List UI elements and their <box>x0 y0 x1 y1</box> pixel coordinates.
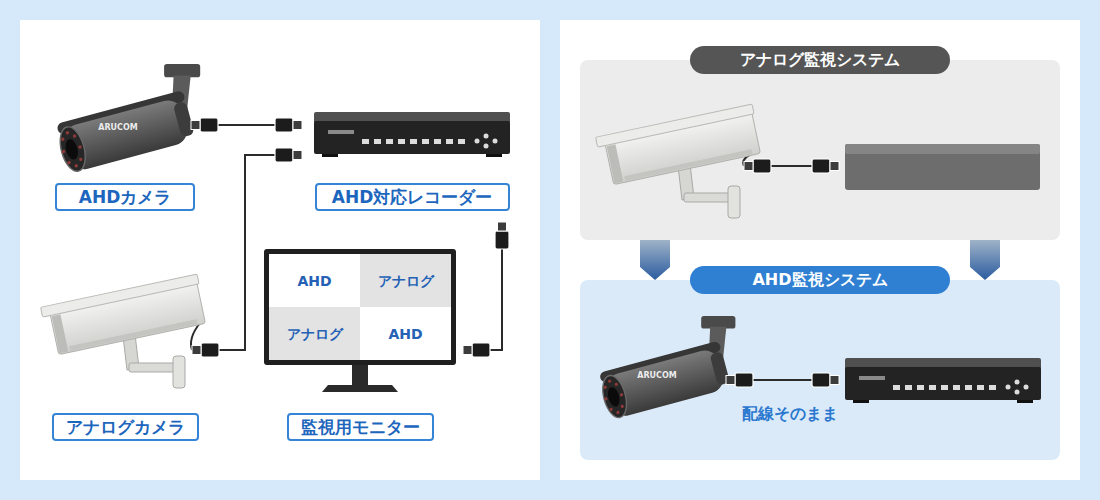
monitor <box>360 254 451 307</box>
analog-system-illustration <box>744 159 771 173</box>
brand-logo: ARUCOM <box>637 371 676 381</box>
region-title: アナログ監視システム <box>690 46 950 74</box>
device-label: AHD対応レコーダー <box>315 183 510 211</box>
device-name: アナログカメラ <box>66 416 185 439</box>
cable-plugs <box>275 118 302 132</box>
device-label: 監視用モニター <box>287 413 434 441</box>
cable-plugs <box>191 118 509 357</box>
cable-plugs <box>463 343 490 357</box>
monitor <box>322 385 398 392</box>
cables <box>490 249 502 350</box>
screen-cell-text: アナログ <box>287 325 343 342</box>
analog-system-illustration <box>845 144 1040 154</box>
cables <box>218 124 275 126</box>
ahd-system-illustration <box>753 379 812 381</box>
analog-system-illustration <box>596 104 763 218</box>
monitor <box>269 307 360 360</box>
monitor <box>352 365 368 385</box>
system-region: アナログ監視システム <box>580 60 1060 240</box>
ahd-system-illustration <box>580 280 1060 460</box>
analog-system-illustration <box>845 144 1040 190</box>
monitor <box>360 307 451 360</box>
cable-plugs <box>495 222 509 249</box>
device-name: AHD対応レコーダー <box>332 186 493 209</box>
monitor <box>264 249 456 392</box>
analog-system-illustration <box>580 60 1060 240</box>
screen-cell-text: AHD <box>297 272 331 289</box>
cable-plugs <box>191 118 218 132</box>
ahd-system-illustration <box>726 373 753 387</box>
analog-system-illustration <box>771 165 812 167</box>
ahd-camera <box>54 64 200 174</box>
left-panel <box>20 20 540 480</box>
device-name: AHDカメラ <box>79 186 172 209</box>
flow-arrow <box>970 240 1000 280</box>
system-region: AHD監視システム <box>580 280 1060 460</box>
screen-cell-text: AHD <box>388 325 422 342</box>
cable-plugs <box>192 343 219 357</box>
monitor <box>269 254 360 307</box>
device-label: アナログカメラ <box>52 413 199 441</box>
ahd-system-illustration <box>597 316 735 420</box>
ahd-system-illustration <box>845 358 1041 403</box>
analog-camera <box>41 274 208 388</box>
flow-arrow <box>640 240 670 280</box>
screen-cell-text: アナログ <box>378 272 434 289</box>
recorder <box>314 112 510 157</box>
cable-plugs <box>275 148 302 162</box>
device-label: AHDカメラ <box>55 183 195 211</box>
right-panel <box>560 20 1080 480</box>
device-name: 監視用モニター <box>301 416 420 439</box>
wiring-note: 配線そのまま <box>742 404 838 423</box>
ahd-system-illustration <box>812 373 839 387</box>
region-title: AHD監視システム <box>690 266 950 294</box>
monitor <box>264 249 456 365</box>
analog-system-illustration <box>812 159 839 173</box>
brand-logo: ARUCOM <box>98 123 137 133</box>
